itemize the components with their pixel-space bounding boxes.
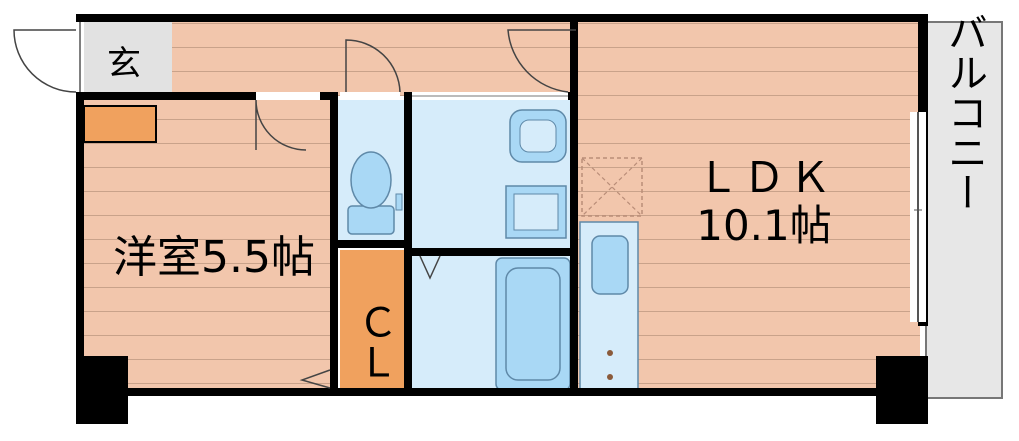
fridge-space bbox=[581, 157, 643, 217]
shoe-closet bbox=[83, 105, 157, 143]
kitchen-sink bbox=[591, 235, 629, 295]
closet-label: ＣＬ bbox=[351, 302, 397, 382]
toilet-tank bbox=[347, 205, 395, 235]
ldk-size-label: 10.1帖 bbox=[696, 201, 832, 250]
western-room-floor bbox=[80, 100, 332, 394]
stove-burner bbox=[607, 350, 613, 356]
closet-area bbox=[340, 250, 408, 392]
toilet-bowl bbox=[350, 151, 392, 209]
genkan-label: 玄 bbox=[107, 44, 141, 84]
balcony-label: バルコニー bbox=[941, 12, 987, 212]
walls bbox=[76, 14, 928, 424]
stove-burner bbox=[607, 374, 613, 380]
genkan-floor bbox=[80, 22, 172, 96]
door-swings bbox=[13, 29, 576, 389]
hallway-floor bbox=[172, 22, 576, 96]
western-room-label: 洋室5.5帖 bbox=[113, 232, 315, 283]
ldk-name-label: ＬＤＫ bbox=[697, 153, 835, 202]
balcony-area bbox=[925, 21, 1003, 399]
